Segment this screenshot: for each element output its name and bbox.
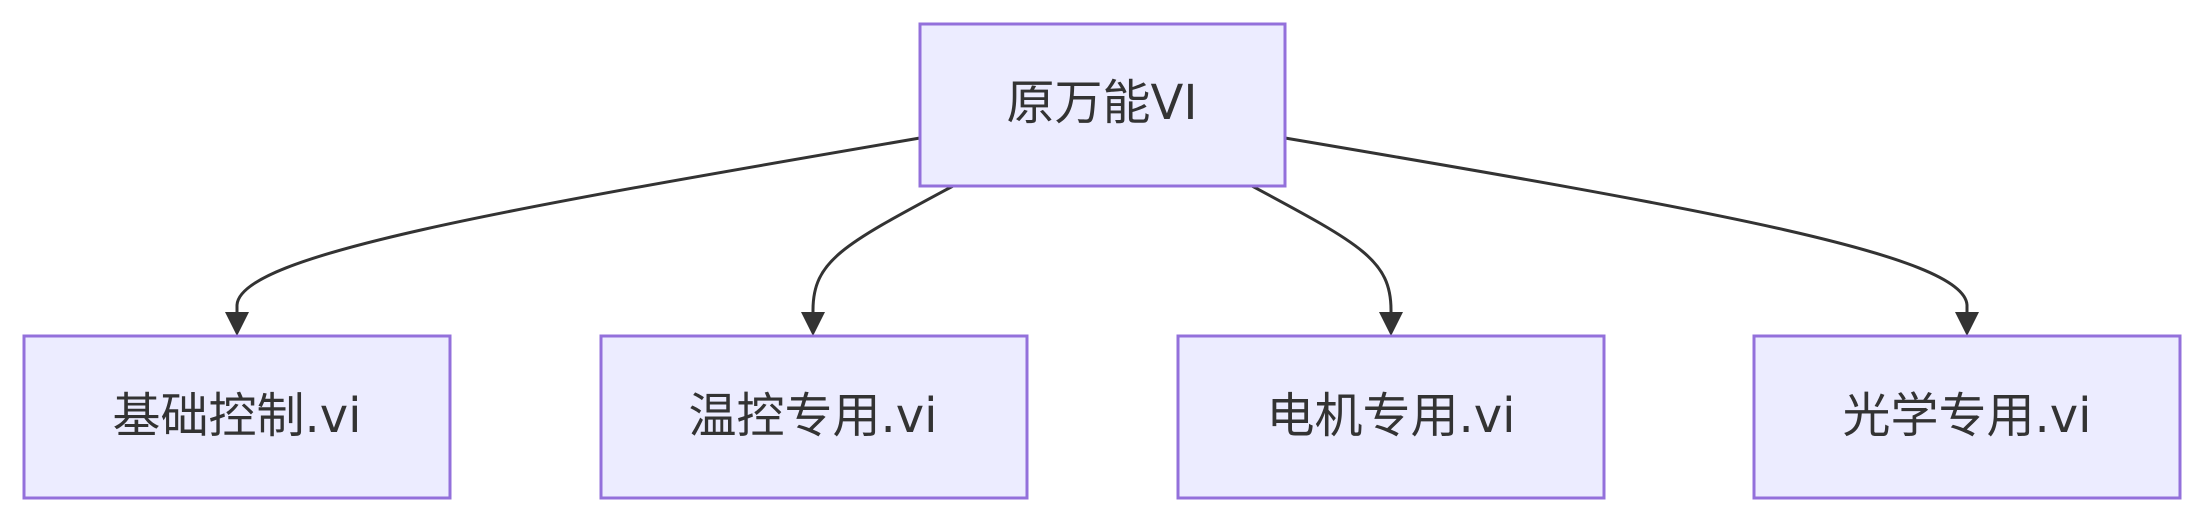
- node-temperature-control-label: 温控专用.vi: [688, 388, 937, 444]
- edge-arrowhead-temperature-control: [801, 312, 825, 336]
- node-root[interactable]: 原万能VI: [918, 22, 1287, 188]
- node-basic-control-box: [22, 334, 452, 500]
- node-motor-box: [1176, 334, 1606, 500]
- node-temperature-control-box: [599, 334, 1029, 500]
- edge-arrowhead-motor: [1379, 312, 1403, 336]
- edge-arrowhead-optics: [1955, 312, 1979, 336]
- node-motor[interactable]: 电机专用.vi: [1176, 334, 1606, 500]
- node-basic-control[interactable]: 基础控制.vi: [22, 334, 452, 500]
- edge-root-to-basic-control: [235, 136, 921, 315]
- node-temperature-control[interactable]: 温控专用.vi: [599, 334, 1029, 500]
- edge-arrowhead-basic-control: [225, 312, 249, 336]
- node-optics[interactable]: 光学专用.vi: [1752, 334, 2182, 500]
- edge-root-to-temperature-control: [811, 184, 954, 315]
- node-basic-control-label: 基础控制.vi: [112, 388, 361, 444]
- node-optics-label: 光学专用.vi: [1842, 388, 2091, 444]
- node-motor-label: 电机专用.vi: [1266, 388, 1515, 444]
- edge-root-to-optics: [1284, 136, 1969, 315]
- node-root-box: [918, 22, 1287, 188]
- node-root-label: 原万能VI: [1007, 75, 1198, 131]
- edge-root-to-motor: [1251, 184, 1393, 315]
- edges: [225, 136, 1979, 336]
- node-optics-box: [1752, 334, 2182, 500]
